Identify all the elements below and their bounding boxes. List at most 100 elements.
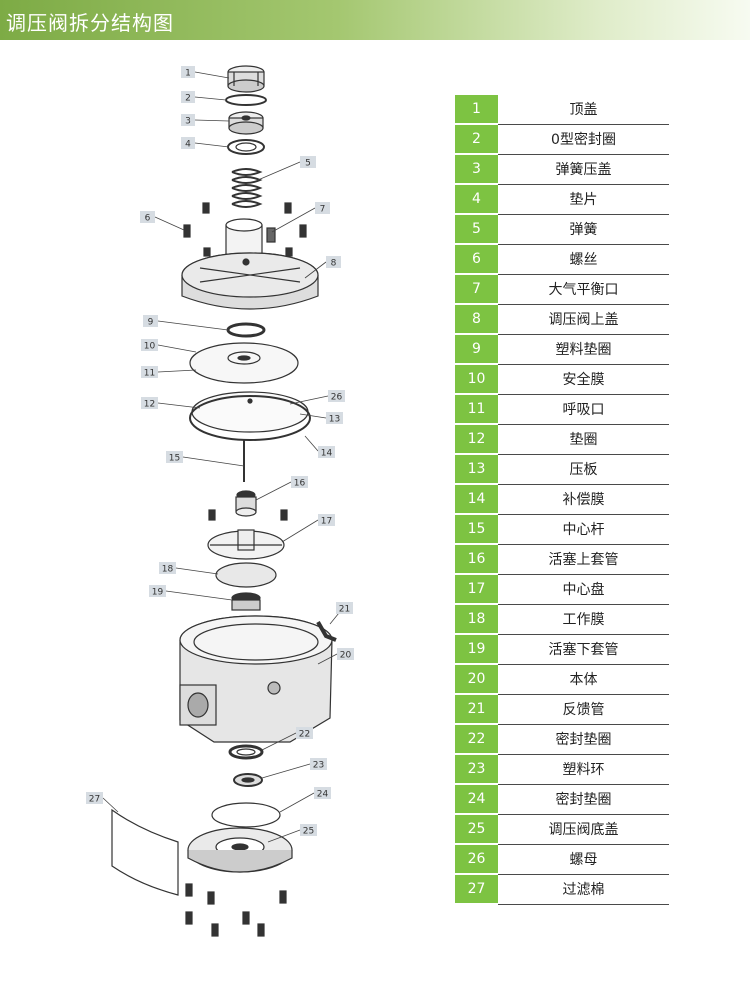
part-screws-bottom <box>185 883 287 937</box>
svg-text:15: 15 <box>169 454 180 464</box>
part-number: 10 <box>455 365 498 395</box>
part-number: 3 <box>455 155 498 185</box>
part-plastic-washer <box>226 322 266 338</box>
svg-text:18: 18 <box>162 565 174 575</box>
svg-text:27: 27 <box>89 795 100 805</box>
part-name: 调压阀底盖 <box>498 815 669 845</box>
svg-text:4: 4 <box>185 140 191 150</box>
part-name: 大气平衡口 <box>498 275 669 305</box>
callout-4: 4 <box>181 137 195 150</box>
part-name: 呼吸口 <box>498 395 669 425</box>
part-name: 密封垫圈 <box>498 725 669 755</box>
part-breather <box>266 227 276 243</box>
part-piston-upper-sleeve <box>235 490 257 517</box>
part-number: 24 <box>455 785 498 815</box>
svg-text:21: 21 <box>339 605 350 615</box>
callout-14: 14 <box>318 446 335 459</box>
callout-19: 19 <box>149 585 166 598</box>
part-name: 压板 <box>498 455 669 485</box>
part-pressure-plate <box>191 391 309 433</box>
svg-text:8: 8 <box>331 259 337 269</box>
part-body <box>179 615 333 743</box>
part-filter-cotton <box>111 808 179 896</box>
svg-text:13: 13 <box>329 415 340 425</box>
callout-22: 22 <box>296 727 313 740</box>
callout-3: 3 <box>181 114 195 127</box>
callout-15: 15 <box>166 451 183 464</box>
part-washer <box>227 139 265 155</box>
part-name: 螺母 <box>498 845 669 875</box>
callout-6: 6 <box>140 211 155 224</box>
part-name: 垫片 <box>498 185 669 215</box>
part-name: 补偿膜 <box>498 485 669 515</box>
callout-23: 23 <box>310 758 327 771</box>
part-name: 安全膜 <box>498 365 669 395</box>
svg-text:26: 26 <box>331 393 343 403</box>
part-name: 中心杆 <box>498 515 669 545</box>
part-name: 垫圈 <box>498 425 669 455</box>
part-name: 反馈管 <box>498 695 669 725</box>
part-name: 密封垫圈 <box>498 785 669 815</box>
part-name: 顶盖 <box>498 95 669 125</box>
part-name: 活塞下套管 <box>498 635 669 665</box>
svg-text:25: 25 <box>303 827 314 837</box>
part-screws-mid <box>208 509 288 521</box>
part-name: 螺丝 <box>498 245 669 275</box>
part-number: 6 <box>455 245 498 275</box>
svg-text:5: 5 <box>305 159 311 169</box>
callout-7: 7 <box>315 202 330 215</box>
part-number: 4 <box>455 185 498 215</box>
part-plastic-ring <box>233 773 263 787</box>
part-number: 23 <box>455 755 498 785</box>
part-number: 15 <box>455 515 498 545</box>
part-safety-diaphragm <box>189 342 299 384</box>
callout-18: 18 <box>159 562 176 575</box>
svg-text:7: 7 <box>320 205 326 215</box>
part-top-cap <box>227 65 265 93</box>
svg-text:10: 10 <box>144 342 156 352</box>
part-number: 7 <box>455 275 498 305</box>
part-number: 26 <box>455 845 498 875</box>
callout-20: 20 <box>337 648 354 661</box>
svg-text:9: 9 <box>148 318 154 328</box>
svg-text:17: 17 <box>321 517 332 527</box>
svg-text:22: 22 <box>299 730 310 740</box>
part-number: 1 <box>455 95 498 125</box>
part-working-diaphragm <box>215 562 277 588</box>
part-number: 12 <box>455 425 498 455</box>
part-number: 14 <box>455 485 498 515</box>
part-name: 工作膜 <box>498 605 669 635</box>
callout-5: 5 <box>300 156 316 169</box>
callout-8: 8 <box>326 256 341 269</box>
callout-2: 2 <box>181 91 195 104</box>
part-name: 过滤棉 <box>498 875 669 905</box>
svg-text:2: 2 <box>185 94 191 104</box>
svg-text:12: 12 <box>144 400 155 410</box>
part-compensation-diaphragm <box>189 395 311 441</box>
part-number: 18 <box>455 605 498 635</box>
part-number: 17 <box>455 575 498 605</box>
svg-text:3: 3 <box>185 117 191 127</box>
part-number: 11 <box>455 395 498 425</box>
callout-labels: 1 2 3 4 5 6 7 8 9 10 11 12 13 14 15 16 1… <box>86 66 354 837</box>
callout-10: 10 <box>141 339 158 352</box>
part-name: 0型密封圈 <box>498 125 669 155</box>
callout-16: 16 <box>291 476 308 489</box>
callout-11: 11 <box>141 366 158 379</box>
part-number: 16 <box>455 545 498 575</box>
svg-text:19: 19 <box>152 588 164 598</box>
part-spring <box>231 168 263 208</box>
